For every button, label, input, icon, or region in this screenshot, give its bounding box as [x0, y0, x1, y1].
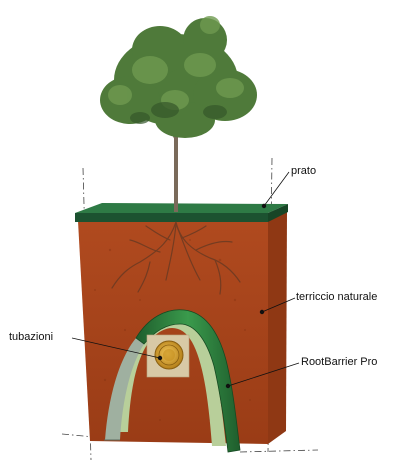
label-pipes: tubazioni — [9, 331, 53, 344]
lawn-slab — [75, 203, 288, 222]
pipe-icon — [147, 335, 189, 377]
label-soil: terriccio naturale — [296, 291, 377, 304]
lawn-top — [75, 203, 288, 213]
tree-icon — [100, 16, 257, 212]
soil-side — [268, 212, 287, 444]
leader-prato — [264, 172, 289, 206]
label-barrier: RootBarrier Pro — [301, 356, 377, 369]
label-lawn: prato — [291, 165, 316, 178]
soil-front — [78, 220, 268, 444]
lawn-front — [75, 213, 268, 222]
